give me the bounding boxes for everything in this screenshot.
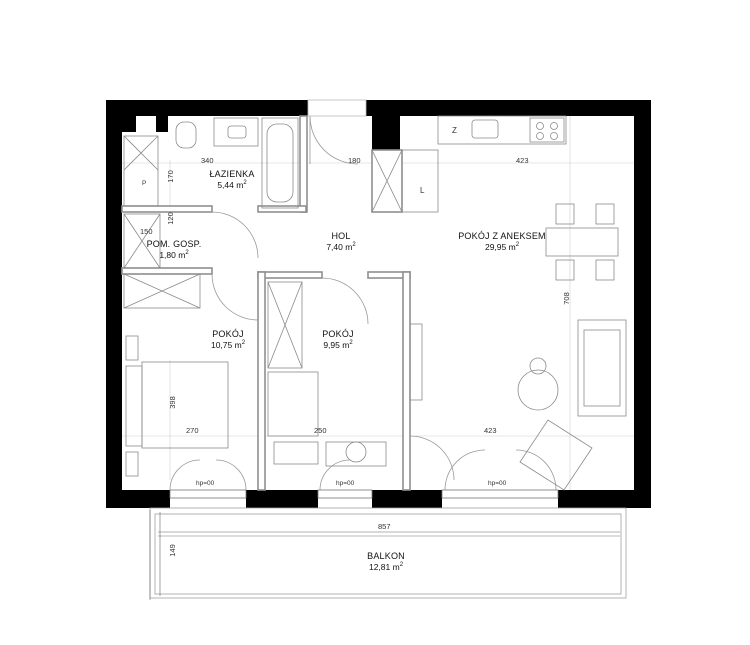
room-name: BALKON (367, 551, 405, 561)
room-label-pokoj-2: POKÓJ 9,95 m2 (306, 329, 370, 350)
room-name: POKÓJ (212, 329, 244, 339)
room-area: 1,80 m (159, 249, 186, 260)
room-area: 12,81 m (368, 561, 400, 572)
room-area: 9,95 m (323, 339, 350, 350)
room-name: POKÓJ (322, 329, 354, 339)
kitchen-fixtures (371, 115, 619, 281)
area-unit-sup: 2 (243, 179, 247, 186)
dimension-label: 270 (186, 426, 199, 435)
area-unit-sup: 2 (515, 241, 520, 248)
area-unit-sup: 2 (185, 249, 189, 256)
area-unit-sup: 2 (352, 241, 356, 248)
dimension-label: 423 (484, 426, 497, 435)
dimension-label: 708 (561, 292, 571, 305)
dimension-label: 857 (378, 522, 391, 531)
bedroom-furniture (123, 273, 387, 477)
windows (169, 99, 559, 499)
door-swings (169, 115, 557, 491)
fixture-mark-p: P (142, 180, 147, 187)
area-unit-sup: 2 (349, 339, 353, 346)
dimension-label: 340 (201, 156, 214, 165)
room-label-hol: HOL 7,40 m2 (306, 231, 376, 252)
dimension-label: 423 (516, 156, 529, 165)
room-area: 29,95 m (484, 241, 516, 252)
dimension-label: 180 (348, 156, 361, 165)
window-mark: hp=00 (196, 480, 215, 487)
dimension-label: 398 (167, 396, 177, 409)
exterior-walls (106, 100, 651, 508)
room-name: POKÓJ Z ANEKSEM (458, 231, 546, 241)
room-label-pom-gosp: POM. GOSP. 1,80 m2 (138, 239, 210, 260)
dimension-label: 120 (165, 212, 175, 225)
room-label-pokoj-1: POKÓJ 10,75 m2 (196, 329, 260, 350)
room-area: 10,75 m (210, 339, 242, 350)
room-label-pokoj-z-aneksem: POKÓJ Z ANEKSEM 29,95 m2 (446, 231, 558, 252)
room-name: ŁAZIENKA (209, 169, 255, 179)
window-mark: hp=00 (488, 480, 507, 487)
living-furniture (409, 319, 627, 491)
area-unit-sup: 2 (399, 561, 404, 568)
room-label-balkon: BALKON 12,81 m2 (346, 551, 426, 572)
bathroom-fixtures (123, 117, 299, 269)
window-mark: hp=00 (336, 480, 355, 487)
dimension-label: 170 (165, 170, 175, 183)
fixture-mark-l: L (420, 186, 425, 195)
dimension-label: 149 (167, 544, 177, 557)
fixture-mark-z: Z (452, 126, 457, 135)
room-name: POM. GOSP. (146, 239, 202, 249)
area-unit-sup: 2 (241, 339, 246, 346)
dimension-ticks (149, 510, 620, 600)
room-label-lazienka: ŁAZIENKA 5,44 m2 (196, 169, 268, 190)
room-name: HOL (331, 231, 351, 241)
room-area: 5,44 m (217, 179, 244, 190)
dimension-label: 150 (140, 227, 153, 236)
dimension-label: 250 (314, 426, 327, 435)
room-area: 7,40 m (326, 241, 353, 252)
